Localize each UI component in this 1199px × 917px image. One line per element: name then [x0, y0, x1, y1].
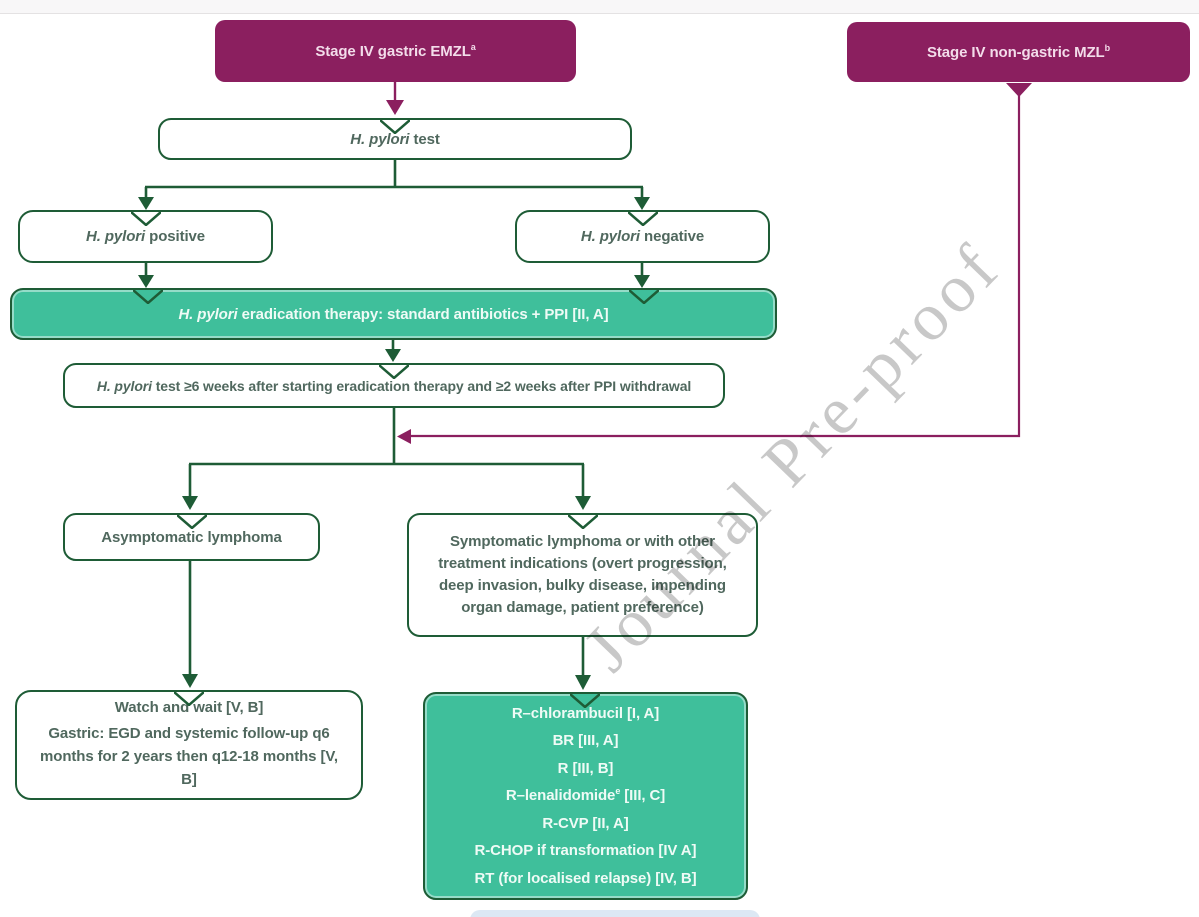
node-label: Stage IV gastric EMZL [315, 42, 471, 60]
node-stage-iv-gastric-emzl: Stage IV gastric EMZLa [215, 20, 576, 82]
page-margin-strip [0, 0, 1199, 14]
node-label-italic: H. pylori [178, 305, 238, 323]
notch-icon [130, 211, 161, 226]
node-label: test [409, 130, 440, 148]
watch-wait-line: Watch and wait [V, B] [114, 698, 264, 716]
notch-icon [174, 691, 204, 706]
node-label-italic: H. pylori [96, 377, 152, 394]
node-watch-and-wait: Watch and wait [V, B] Gastric: EGD and s… [15, 690, 363, 800]
node-eradication-therapy: H. pylori eradication therapy: standard … [10, 288, 777, 340]
node-asymptomatic-lymphoma: Asymptomatic lymphoma [63, 513, 320, 561]
treatment-line: R-CVP [II, A] [542, 814, 629, 832]
node-treatment-options: R–chlorambucil [I, A] BR [III, A] R [III… [423, 692, 748, 900]
treatment-line: R-CHOP if transformation [IV A] [474, 842, 697, 860]
footnote-marker-a: a [470, 41, 476, 52]
node-label: test ≥6 weeks after starting eradication… [151, 377, 692, 394]
notch-icon [570, 693, 600, 708]
node-stage-iv-non-gastric-mzl: Stage IV non-gastric MZLb [847, 22, 1190, 82]
node-h-pylori-positive: H. pylori positive [18, 210, 273, 263]
node-label: positive [145, 228, 206, 245]
node-label: negative [639, 228, 705, 245]
treatment-line: R–chlorambucil [I, A] [511, 704, 660, 722]
node-h-pylori-test: H. pylori test [158, 118, 632, 160]
node-h-pylori-negative: H. pylori negative [515, 210, 770, 263]
node-h-pylori-retest: H. pylori test ≥6 weeks after starting e… [63, 363, 725, 408]
node-label: Asymptomatic lymphoma [101, 528, 282, 546]
node-label-italic: H. pylori [85, 228, 146, 245]
node-label: Symptomatic lymphoma or with other treat… [438, 533, 727, 616]
node-label-italic: H. pylori [350, 130, 410, 148]
treatment-line: BR [III, A] [552, 732, 619, 750]
node-label: eradication therapy: standard antibiotic… [237, 305, 609, 323]
footnote-marker-b: b [1104, 42, 1111, 53]
treatment-line: RT (for localised relapse) [IV, B] [474, 869, 697, 887]
notch-icon [567, 514, 598, 529]
treatment-line: R–lenalidomidee [III, C] [505, 786, 666, 805]
footnote-marker-e: e [615, 786, 621, 797]
node-label-italic: H. pylori [580, 228, 640, 245]
notch-icon [176, 514, 207, 529]
notch-icon [133, 289, 163, 304]
notch-icon [380, 119, 410, 134]
notch-icon [629, 289, 659, 304]
watch-wait-followup: Gastric: EGD and systemic follow-up q6 m… [40, 724, 338, 789]
node-label: Stage IV non-gastric MZL [926, 43, 1105, 61]
notch-icon [627, 211, 658, 226]
notch-icon [379, 364, 409, 379]
cropped-element-edge [470, 910, 760, 917]
treatment-line: R [III, B] [557, 759, 614, 777]
node-symptomatic-lymphoma: Symptomatic lymphoma or with other treat… [407, 513, 758, 637]
